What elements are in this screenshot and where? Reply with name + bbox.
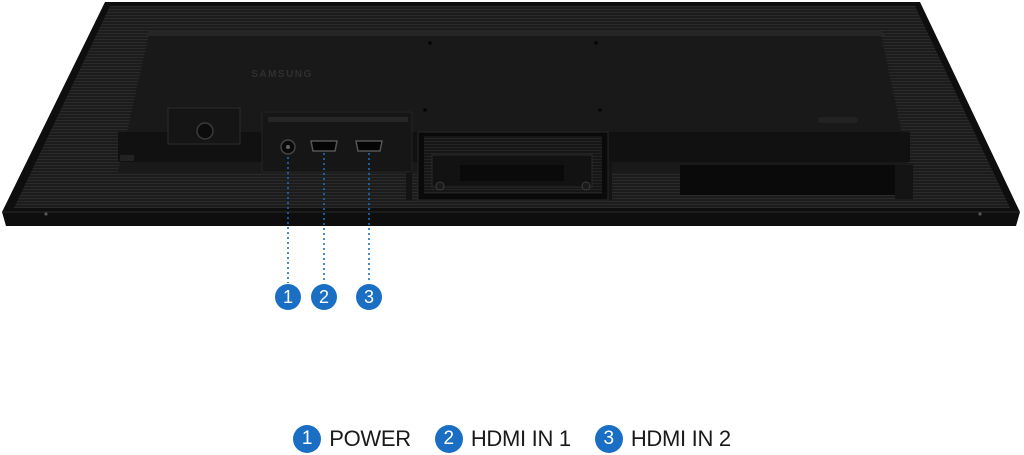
joystick-housing [167, 107, 241, 145]
brand-logo: SAMSUNG [251, 69, 313, 80]
callout-badge-2: 2 [311, 284, 337, 310]
joystick-icon [196, 122, 214, 140]
screw-hole [581, 181, 591, 191]
legend-label-power: POWER [329, 426, 411, 451]
vesa-hole [423, 108, 427, 112]
hdmi-port-icon [310, 140, 338, 152]
legend-item-hdmi-2: 3 HDMI IN 2 [594, 425, 731, 453]
legend-label-hdmi-1: HDMI IN 1 [470, 426, 571, 451]
legend-label-hdmi-2: HDMI IN 2 [630, 426, 731, 451]
legend-number-1: 1 [293, 425, 322, 453]
callout-badge-1: 1 [275, 284, 301, 310]
vesa-hole [428, 41, 432, 45]
hdmi-port-icon [355, 140, 383, 152]
screw-hole [44, 212, 48, 216]
legend-item-power: 1 POWER [293, 425, 411, 453]
io-port-panel [261, 111, 413, 173]
dc-power-jack-icon [280, 139, 296, 155]
vesa-hole [598, 108, 602, 112]
callout-badge-3: 3 [356, 284, 382, 310]
screw-hole [435, 181, 445, 191]
vesa-hole [594, 41, 598, 45]
kensington-slot [818, 117, 858, 123]
legend-number-2: 2 [434, 425, 463, 453]
legend-number-3: 3 [594, 425, 623, 453]
port-legend: 1 POWER 2 HDMI IN 1 3 HDMI IN 2 [0, 423, 1024, 455]
legend-item-hdmi-1: 2 HDMI IN 1 [434, 425, 571, 453]
stand-mount-recess [417, 131, 609, 201]
screw-hole [978, 212, 982, 216]
